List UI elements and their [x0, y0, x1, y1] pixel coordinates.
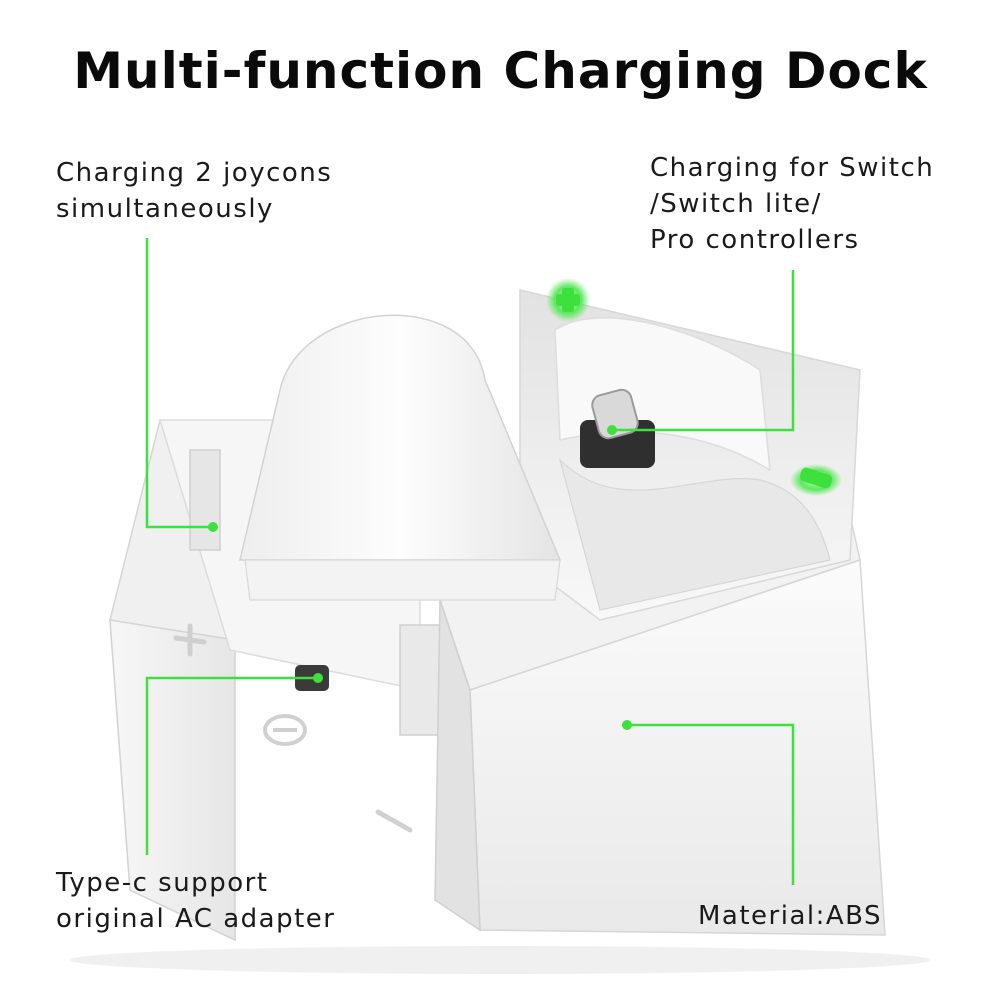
callout-line: Charging for Switch [650, 153, 935, 183]
left-joycon-slot [189, 449, 221, 551]
page-title: Multi-function Charging Dock [73, 42, 928, 100]
joycons-leader-line [145, 238, 213, 529]
switch-callout: Charging for Switch /Switch lite/ Pro co… [650, 150, 934, 258]
callout-line: Material:ABS [698, 901, 883, 931]
switch-dot [607, 425, 617, 435]
callout-line: Type-c support [56, 868, 269, 898]
material-dot [622, 720, 632, 730]
callout-dots [208, 425, 632, 730]
ground-shadow [70, 946, 930, 974]
callout-line: Pro controllers [650, 225, 860, 255]
material-callout: Material:ABS [698, 898, 882, 934]
plus-mark-icon [173, 623, 207, 657]
body-left-edge [434, 599, 481, 932]
minus-led-icon [790, 464, 842, 496]
usbc-plug-tip [591, 388, 639, 440]
callout-line: simultaneously [56, 194, 274, 224]
plus-led-icon [546, 278, 590, 322]
support-tower [239, 314, 562, 561]
joycons-callout: Charging 2 joycons simultaneously [56, 155, 332, 227]
material-leader-line [627, 723, 795, 885]
tower-base [244, 559, 561, 601]
right-joycon-slot [399, 624, 441, 736]
left-front-panel [109, 619, 236, 942]
typec-leader-line [145, 676, 318, 855]
callout-leader-lines [145, 238, 795, 885]
typec-callout: Type-c support original AC adapter [56, 865, 335, 937]
typec-dot [313, 673, 323, 683]
home-button-mark-icon [263, 714, 307, 746]
callout-line: original AC adapter [56, 904, 336, 934]
callout-line: /Switch lite/ [650, 189, 822, 219]
callout-line: Charging 2 joycons [56, 158, 333, 188]
minus-mark-icon [375, 809, 413, 833]
joycons-dot [208, 522, 218, 532]
switch-leader-line [612, 270, 795, 432]
cradle-groove [558, 458, 831, 611]
